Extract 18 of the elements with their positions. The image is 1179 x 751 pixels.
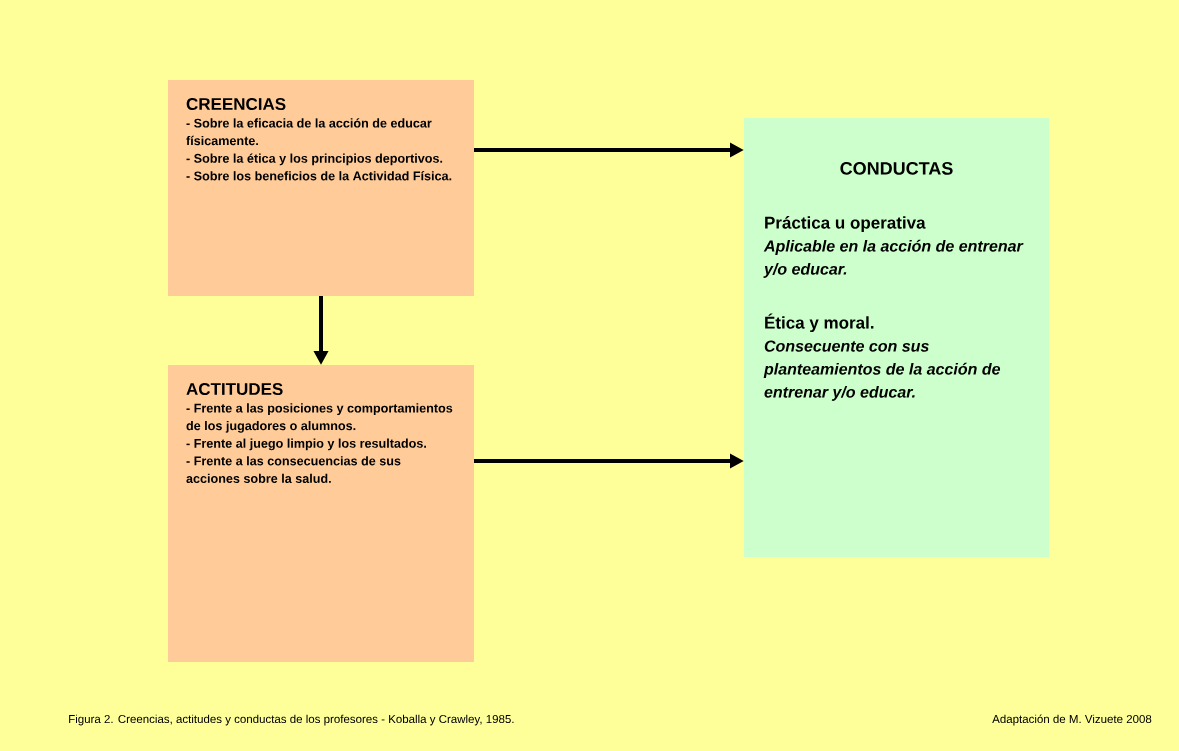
- bullet-text: - Frente al juego limpio y los resultados.: [186, 438, 426, 451]
- concept-box: [168, 80, 474, 296]
- subheading: Ética y moral.: [765, 313, 874, 333]
- box-heading: CONDUCTAS: [840, 162, 953, 175]
- bullet-text: - Sobre los beneficios de la Actividad Física.: [186, 171, 452, 181]
- box-heading: CREENCIAS: [186, 98, 286, 111]
- caption: Figura 2. Creencias, actitudes y conductas de los profesores - Koballa y Crawley, 1985.: [69, 714, 514, 726]
- concept-box: [168, 365, 474, 662]
- bullet-text: - Frente a las consecuencias de sus acciones sobre la salud.: [186, 456, 401, 483]
- description-text: Consecuente con sus planteamientos de la acción de entrenar y/o educar.: [763, 340, 1001, 401]
- box-heading: ACTITUDES: [186, 383, 283, 396]
- bullet-text: - Sobre la eficacia de la acción de educar físicamente.: [186, 118, 432, 146]
- bullet-text: - Frente a las posiciones y comportamientos de los jugadores o alumnos.: [186, 403, 453, 433]
- bullet-text: - Sobre la ética y los principios deportivos.: [186, 153, 443, 166]
- concept-box: [744, 118, 1049, 557]
- subheading: Práctica u operativa: [765, 216, 926, 233]
- description-text: Aplicable en la acción de entrenar y/o educar.: [763, 239, 1024, 278]
- credit-note: Adaptación de M. Vizuete 2008: [992, 714, 1152, 726]
